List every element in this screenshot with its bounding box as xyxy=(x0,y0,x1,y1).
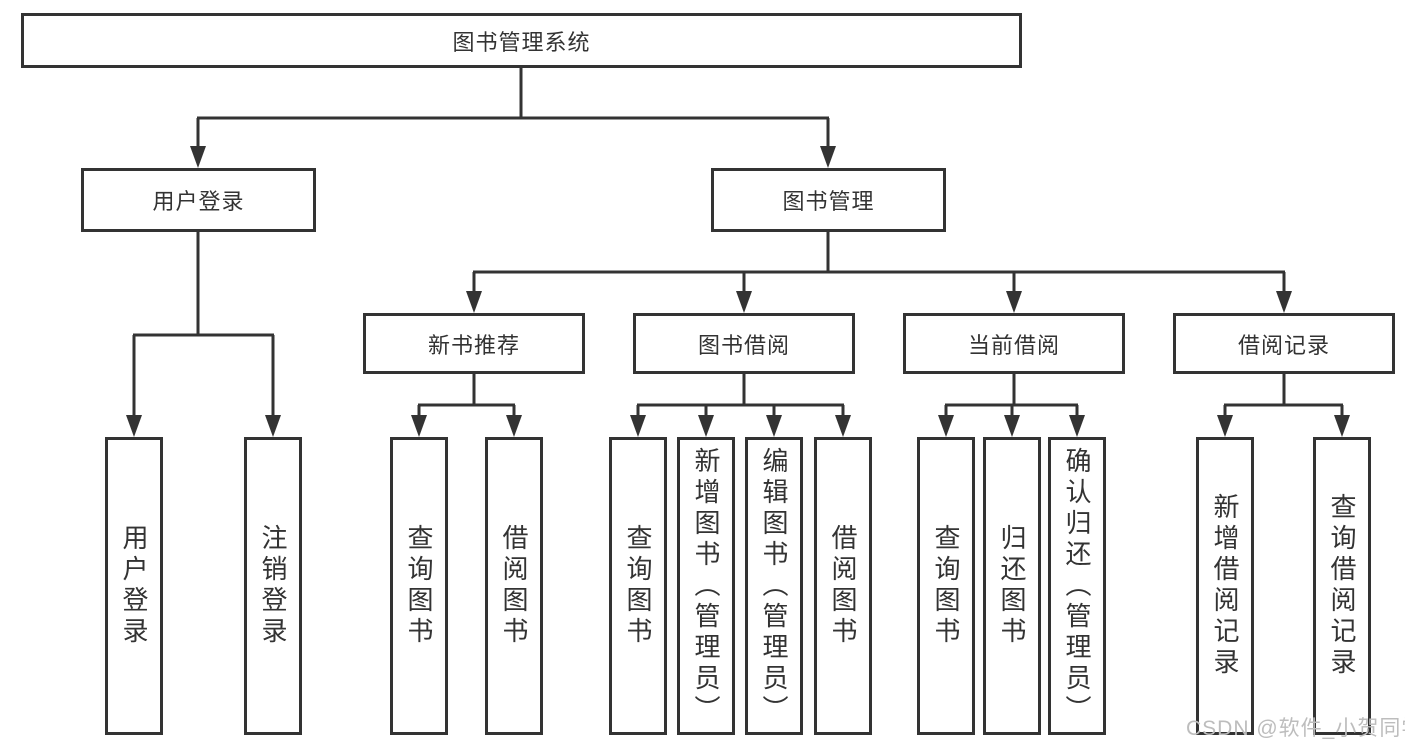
leaf-return-books: 归还图书 xyxy=(983,437,1041,735)
leaf-add-borrow-record: 新增借阅记录 xyxy=(1196,437,1254,735)
leaf-confirm-return-admin: 确认归还（管理员） xyxy=(1048,437,1106,735)
node-new-book-recommend: 新书推荐 xyxy=(363,313,585,374)
node-root-library-system: 图书管理系统 xyxy=(21,13,1022,68)
leaf-query-books-recommend: 查询图书 xyxy=(390,437,448,735)
leaf-query-borrow-record: 查询借阅记录 xyxy=(1313,437,1371,735)
leaf-borrow-books-recommend: 借阅图书 xyxy=(485,437,543,735)
node-book-borrow: 图书借阅 xyxy=(633,313,855,374)
leaf-logout: 注销登录 xyxy=(244,437,302,735)
node-current-borrow: 当前借阅 xyxy=(903,313,1125,374)
leaf-borrow-books: 借阅图书 xyxy=(814,437,872,735)
leaf-query-books-current: 查询图书 xyxy=(917,437,975,735)
node-borrow-records: 借阅记录 xyxy=(1173,313,1395,374)
leaf-query-books-borrow: 查询图书 xyxy=(609,437,667,735)
node-user-login: 用户登录 xyxy=(81,168,316,232)
node-book-management: 图书管理 xyxy=(711,168,946,232)
leaf-user-login: 用户登录 xyxy=(105,437,163,735)
leaf-add-book-admin: 新增图书（管理员） xyxy=(677,437,735,735)
leaf-edit-book-admin: 编辑图书（管理员） xyxy=(745,437,803,735)
